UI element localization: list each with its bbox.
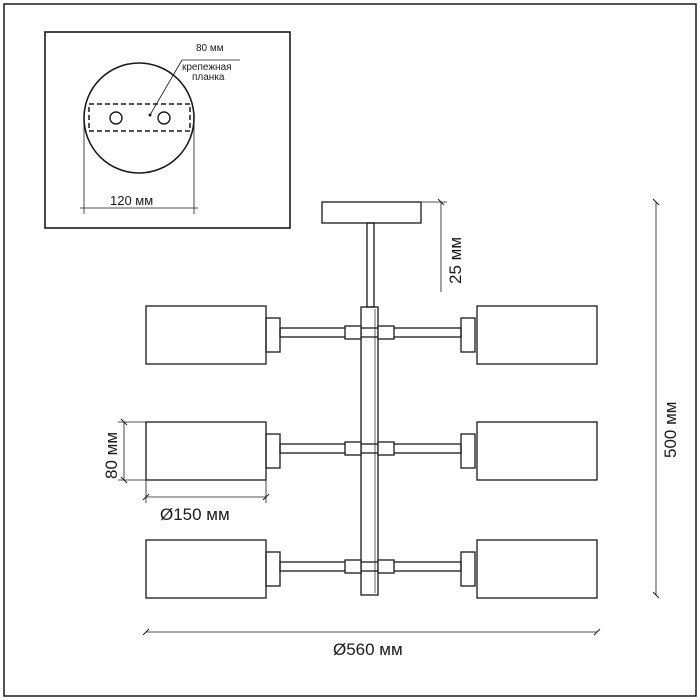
shade-right-middle	[476, 421, 598, 481]
plate-leader	[149, 59, 183, 116]
coupling-top-left	[344, 325, 362, 340]
rod-length-label: 25 мм	[446, 237, 465, 284]
central-column	[360, 306, 379, 596]
socket-left-bottom	[265, 551, 281, 587]
chandelier-front-view	[145, 201, 598, 599]
shade-left-top	[145, 305, 267, 365]
arm-bottom	[279, 561, 462, 572]
coupling-top-right	[377, 325, 395, 340]
arm-top	[279, 327, 462, 338]
inset-frame	[44, 31, 291, 229]
canopy-circle	[83, 62, 195, 174]
shade-left-bottom	[145, 539, 267, 599]
plate-hole-right	[157, 111, 171, 125]
plate-width-label: 80 мм	[196, 43, 224, 54]
total-height-label: 500 мм	[661, 402, 680, 458]
suspension-rod	[366, 222, 375, 308]
coupling-bottom-right	[377, 559, 395, 574]
coupling-middle-left	[344, 441, 362, 456]
socket-right-middle	[460, 433, 476, 469]
ceiling-canopy	[321, 201, 422, 224]
shade-right-bottom	[476, 539, 598, 599]
dimension-lines	[118, 198, 660, 636]
plate-hole-left	[109, 111, 123, 125]
coupling-bottom-left	[344, 559, 362, 574]
plate-name-label: крепежная	[182, 62, 232, 73]
socket-right-bottom	[460, 551, 476, 587]
socket-right-top	[460, 317, 476, 353]
canopy-width-label: 120 мм	[110, 193, 153, 208]
socket-left-top	[265, 317, 281, 353]
total-width-label: Ø560 мм	[333, 640, 403, 659]
socket-left-middle	[265, 433, 281, 469]
arm-middle	[279, 443, 462, 454]
sheet-frame	[3, 3, 697, 697]
shade-right-top	[476, 305, 598, 365]
shade-width-label: Ø150 мм	[160, 505, 230, 524]
plate-name-label-2: планка	[192, 72, 225, 83]
shade-height-label: 80 мм	[102, 432, 121, 479]
coupling-middle-right	[377, 441, 395, 456]
mounting-plate	[88, 103, 191, 132]
shade-left-middle	[145, 421, 267, 481]
mounting-inset: 80 мм крепежная планка 120 мм	[44, 31, 291, 229]
